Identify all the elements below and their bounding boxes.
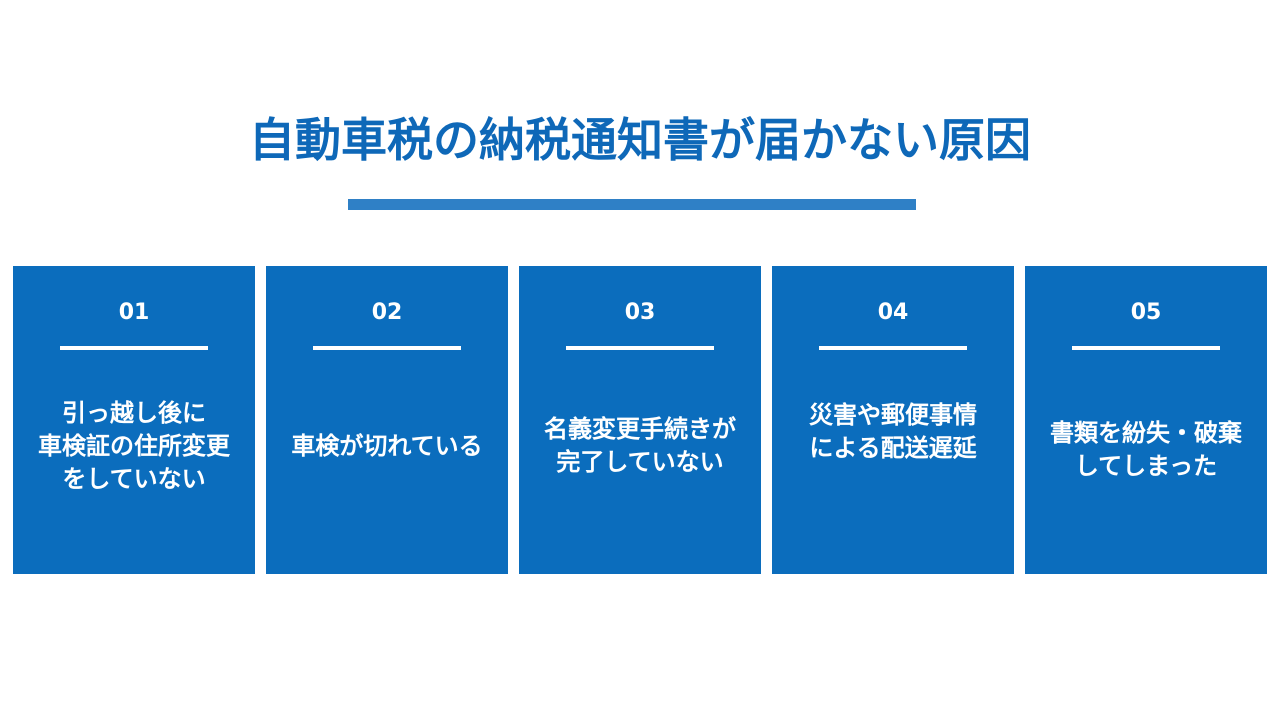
reason-card-03: 03 名義変更手続きが 完了していない (519, 266, 761, 574)
card-text: 車検が切れている (266, 380, 508, 512)
card-number: 02 (371, 300, 403, 325)
card-text: 引っ越し後に 車検証の住所変更 をしていない (13, 380, 255, 512)
card-number: 04 (877, 300, 909, 325)
reason-card-04: 04 災害や郵便事情 による配送遅延 (772, 266, 1014, 574)
reason-card-01: 01 引っ越し後に 車検証の住所変更 をしていない (13, 266, 255, 574)
card-number: 03 (624, 300, 656, 325)
card-text-line: をしていない (62, 464, 206, 493)
card-text-line: 名義変更手続きが (544, 415, 736, 443)
card-text-line: 災害や郵便事情 (809, 401, 977, 429)
card-text: 書類を紛失・破棄 してしまった (1025, 384, 1267, 516)
reason-card-02: 02 車検が切れている (266, 266, 508, 574)
card-divider (566, 346, 714, 350)
card-text: 災害や郵便事情 による配送遅延 (772, 366, 1014, 498)
card-text-line: してしまった (1074, 452, 1218, 480)
title-underline (348, 199, 916, 210)
card-divider (60, 346, 208, 350)
card-number: 01 (118, 300, 150, 325)
card-text: 名義変更手続きが 完了していない (519, 380, 761, 512)
card-text-line: 車検が切れている (291, 431, 483, 460)
card-divider (1072, 346, 1220, 350)
card-text-line: 車検証の住所変更 (38, 431, 230, 460)
card-divider (819, 346, 967, 350)
card-text-line: による配送遅延 (809, 434, 977, 462)
card-text-line: 完了していない (556, 448, 724, 476)
page-title: 自動車税の納税通知書が届かない原因 (249, 113, 1031, 167)
card-text-line: 引っ越し後に (62, 398, 206, 427)
card-divider (313, 346, 461, 350)
card-number: 05 (1130, 300, 1162, 325)
card-text-line: 書類を紛失・破棄 (1050, 419, 1242, 447)
reason-card-05: 05 書類を紛失・破棄 してしまった (1025, 266, 1267, 574)
